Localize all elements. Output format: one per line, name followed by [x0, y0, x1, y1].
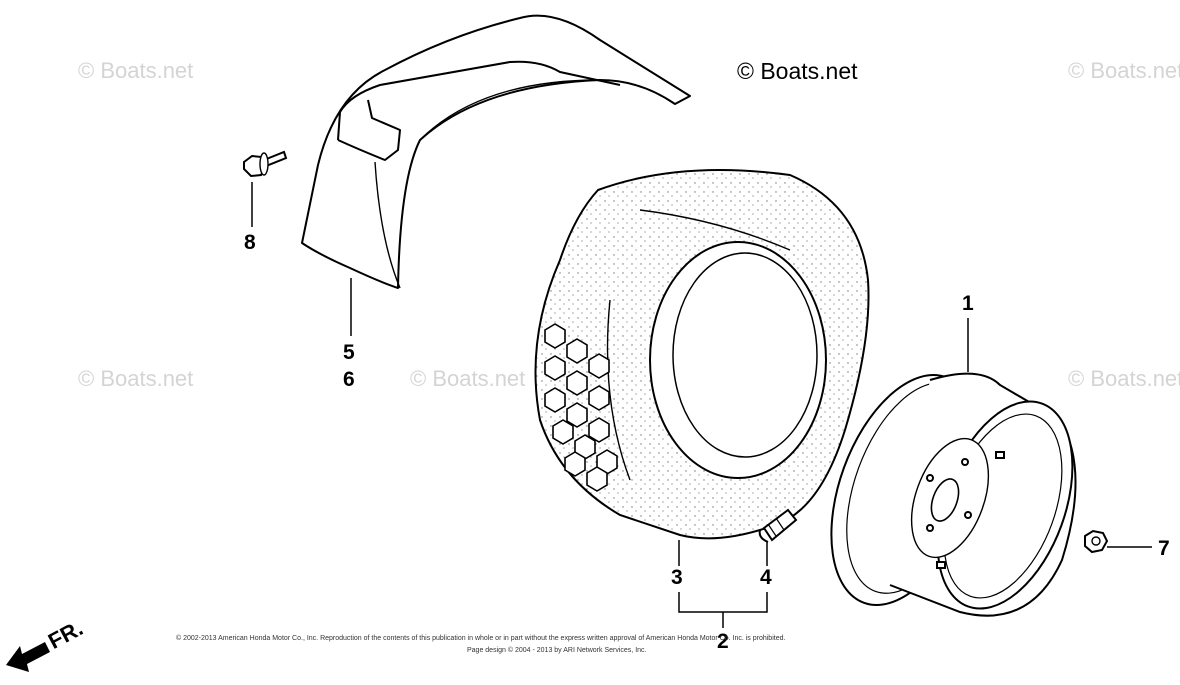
callout-1: 1: [962, 292, 974, 315]
watermark: © Boats.net: [1068, 366, 1180, 391]
flange-bolt: [243, 150, 288, 178]
copyright-line-2: Page design © 2004 - 2013 by ARI Network…: [467, 647, 647, 654]
watermark: © Boats.net: [78, 58, 194, 83]
callout-7: 7: [1158, 537, 1170, 560]
tire-tread: [544, 323, 618, 492]
copyright-line-1: © 2002-2013 American Honda Motor Co., In…: [176, 635, 786, 642]
wheel-rim: [830, 372, 1077, 617]
callout-4: 4: [760, 566, 772, 589]
tire: [534, 169, 870, 540]
watermark-main: © Boats.net: [737, 58, 858, 84]
watermark: © Boats.net: [410, 366, 526, 391]
callout-6: 6: [343, 368, 355, 391]
wheel-nut: [1084, 529, 1109, 554]
leader-lines: [251, 182, 1152, 628]
watermark: © Boats.net: [78, 366, 194, 391]
callout-2: 2: [717, 630, 729, 653]
callout-8: 8: [244, 231, 256, 254]
callout-3: 3: [671, 566, 683, 589]
callout-5: 5: [343, 341, 355, 364]
valve-stem: [758, 508, 798, 543]
fender: [301, 14, 691, 289]
front-direction-arrow: [6, 642, 50, 672]
watermark: © Boats.net: [1068, 58, 1180, 83]
